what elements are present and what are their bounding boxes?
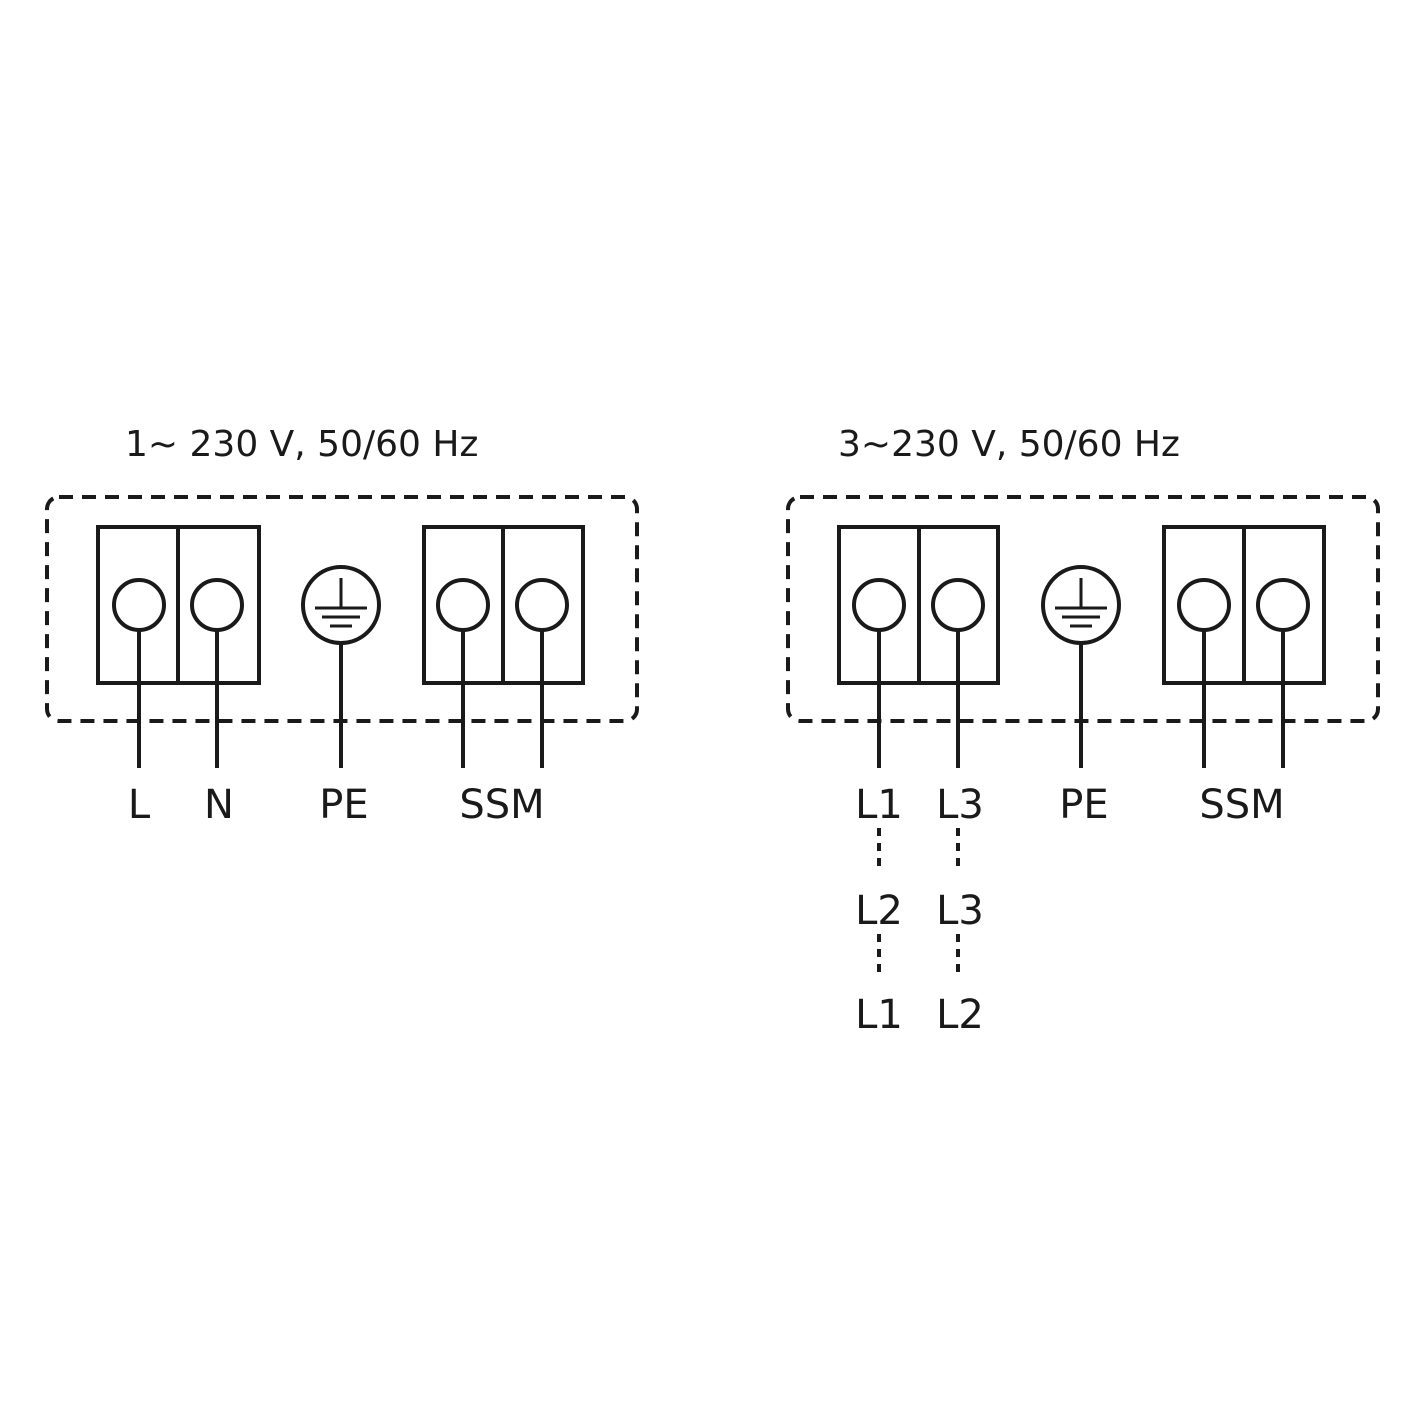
ssm-terminal-block	[1162, 525, 1326, 768]
three-phase-diagram: 3~230 V, 50/60 Hz L1 L3	[786, 424, 1380, 1038]
phase-combo-3-a: L1	[855, 992, 903, 1038]
label-l: L	[128, 782, 151, 828]
single-phase-title: 1~ 230 V, 50/60 Hz	[125, 424, 478, 465]
label-ssm: SSM	[1199, 782, 1284, 828]
label-pe: PE	[1059, 782, 1108, 828]
phase-combo-3-b: L2	[936, 992, 984, 1038]
phase-combo-2-b: L3	[936, 888, 984, 934]
label-n: N	[204, 782, 234, 828]
three-phase-title: 3~230 V, 50/60 Hz	[838, 424, 1180, 465]
power-terminal-block	[96, 525, 261, 768]
phase-combo-1-b: L3	[936, 782, 984, 828]
phase-combo-2-a: L2	[855, 888, 903, 934]
label-pe: PE	[319, 782, 368, 828]
phase-combo-1-a: L1	[855, 782, 903, 828]
label-ssm: SSM	[459, 782, 544, 828]
power-terminal-block	[837, 525, 1000, 768]
single-phase-diagram: 1~ 230 V, 50/60 Hz	[45, 424, 639, 828]
ssm-terminal-block	[422, 525, 585, 768]
